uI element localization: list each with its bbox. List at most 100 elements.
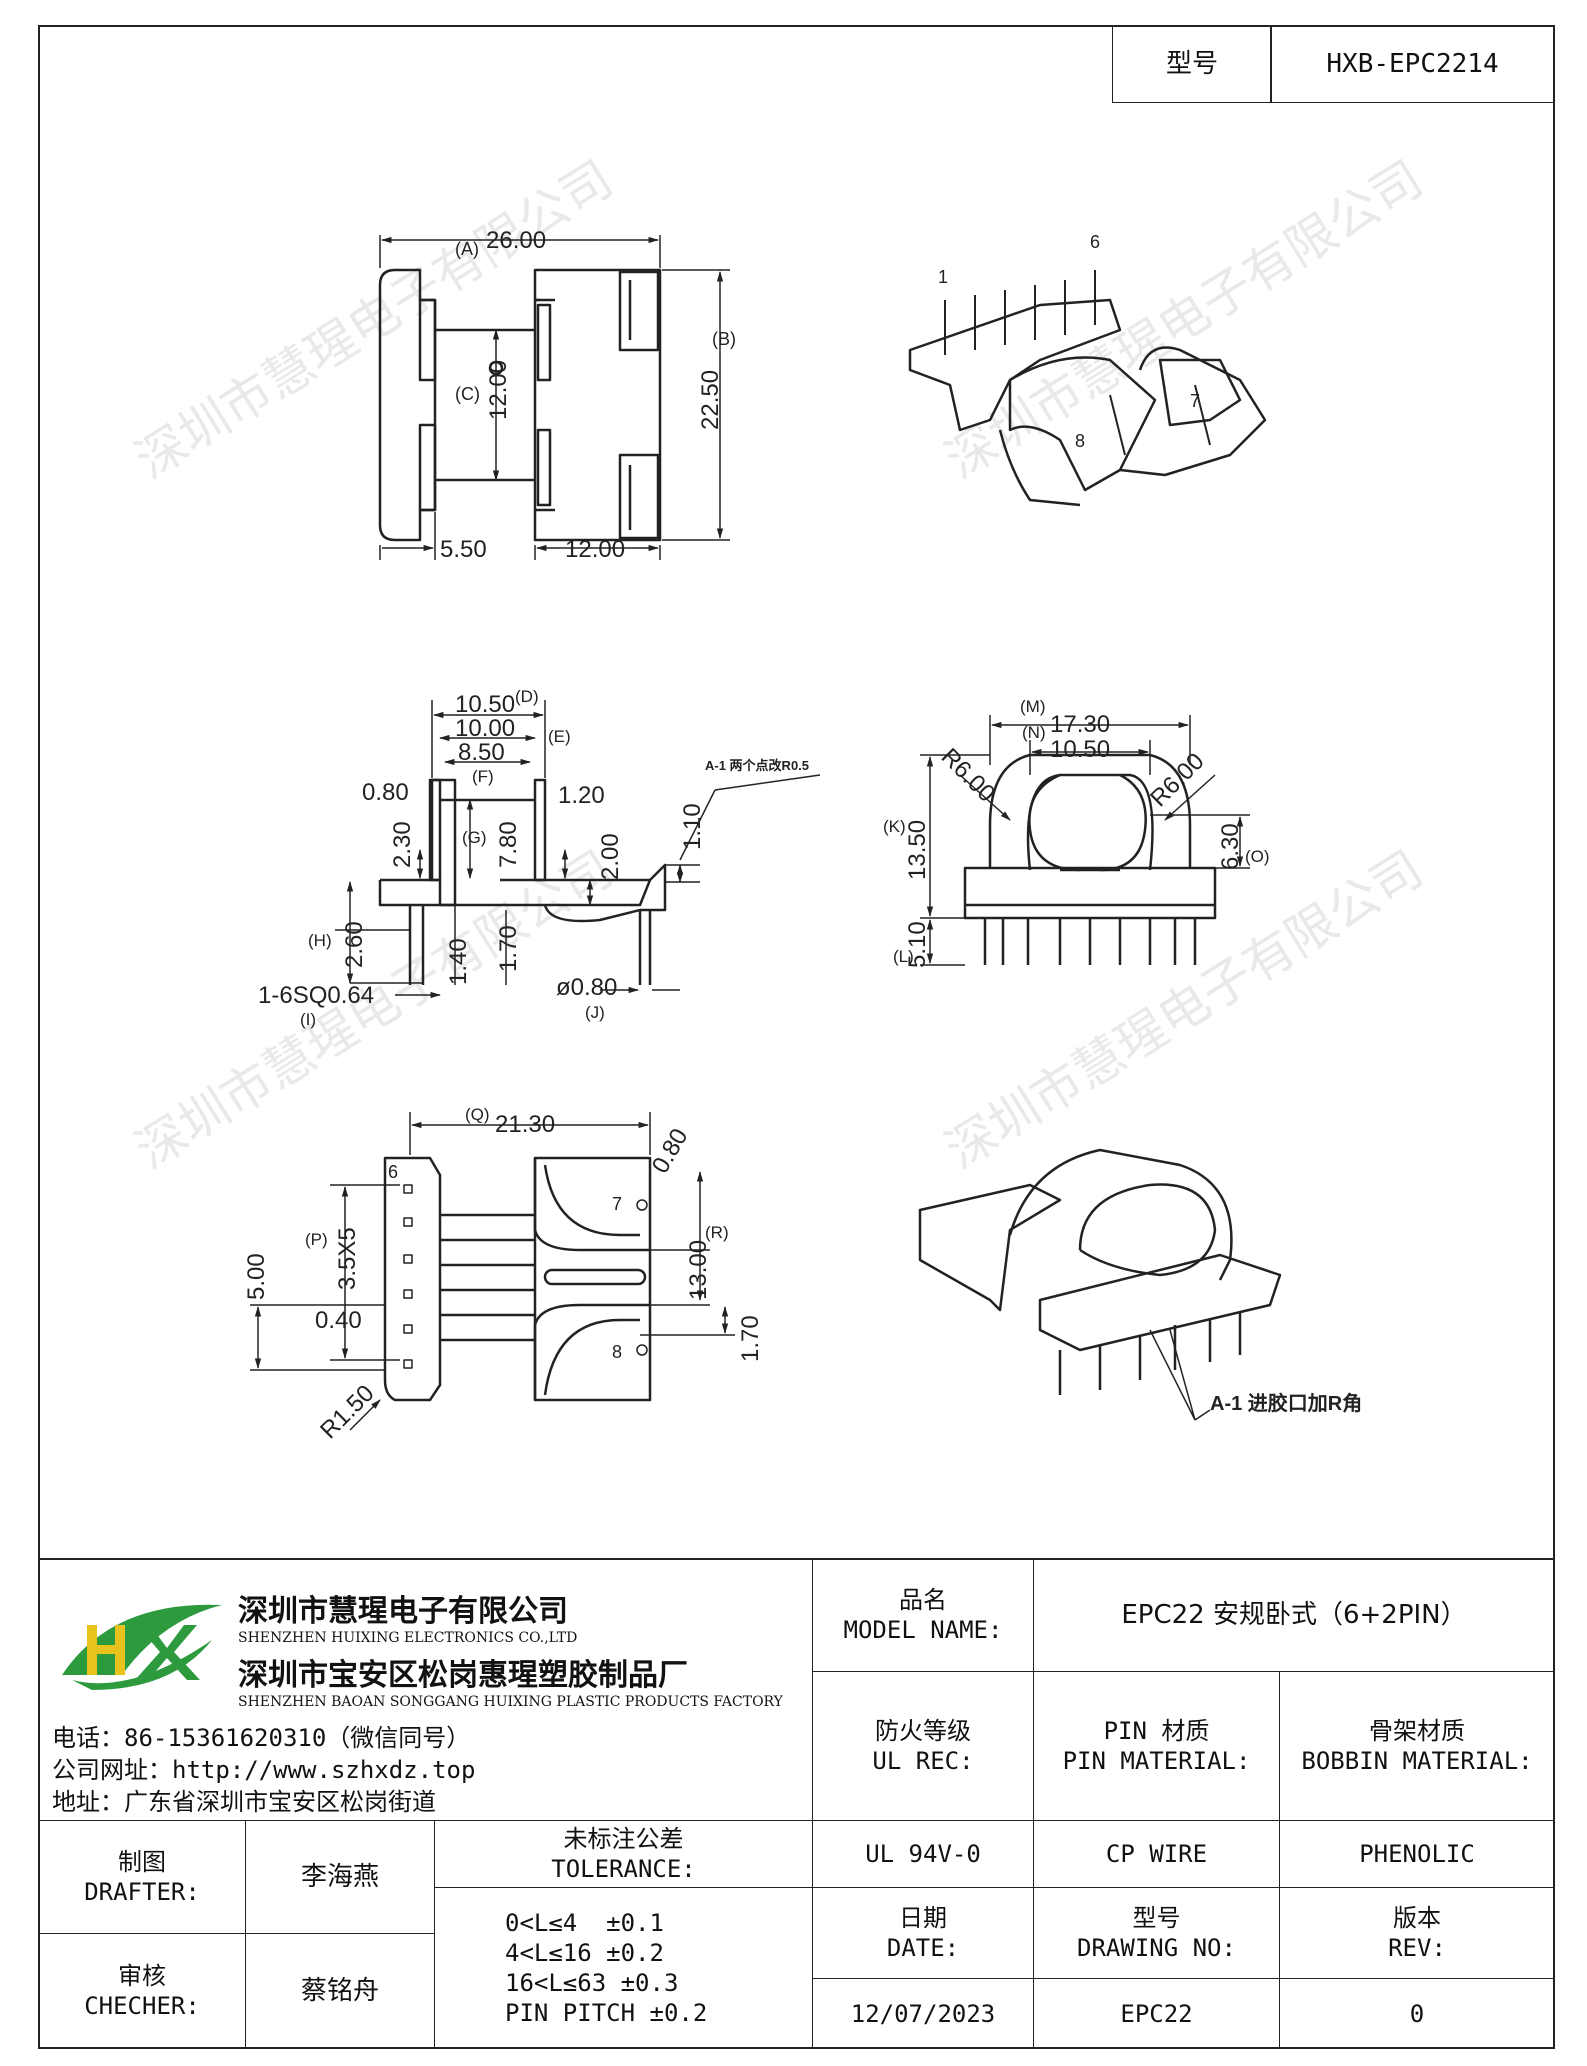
dim-1-20: 1.20 xyxy=(558,782,605,809)
dim-5-00: 5.00 xyxy=(243,1253,270,1300)
drawing-no-label: 型号 DRAWING NO: xyxy=(1033,1887,1280,1979)
tolerance-label: 未标注公差 TOLERANCE: xyxy=(434,1820,813,1888)
model-name-value: EPC22 安规卧式（6+2PIN） xyxy=(1033,1558,1555,1672)
drawing-no-label-cn: 型号 xyxy=(1132,1904,1181,1932)
rev-label-cn: 版本 xyxy=(1393,1904,1441,1932)
pin-label-7: 7 xyxy=(1190,391,1200,411)
ref-I: (I) xyxy=(300,1010,316,1029)
dim-0-80-slot: 0.80 xyxy=(647,1124,694,1178)
company-phone: 电话：86-15361620310（微信同号） xyxy=(52,1724,471,1752)
watermark-2: 深圳市慧瑆电子有限公司 xyxy=(936,150,1433,491)
checker-label-en: CHECHER: xyxy=(84,1992,200,2020)
pin-label-7b: 7 xyxy=(612,1194,622,1214)
company-name-cn: 深圳市慧瑆电子有限公司 xyxy=(238,1594,568,1629)
pin-label-8b: 8 xyxy=(612,1342,622,1362)
ref-R: (R) xyxy=(705,1223,729,1242)
bobbin-material-label-en: BOBBIN MATERIAL: xyxy=(1301,1747,1533,1775)
dim-13-00: 13.00 xyxy=(685,1240,712,1300)
pin-material-label: PIN 材质 PIN MATERIAL: xyxy=(1033,1671,1280,1821)
dim-2-30: 2.30 xyxy=(389,821,416,868)
dim-1-70-slot: 1.70 xyxy=(737,1315,764,1362)
drawing-no-value: EPC22 xyxy=(1033,1978,1280,2049)
ref-K: (K) xyxy=(883,817,906,836)
pin-label-1: 1 xyxy=(938,267,948,287)
bottom-view xyxy=(250,1112,735,1431)
dim-10-00: 10.00 xyxy=(455,715,515,742)
note-a1-gate: A-1 进胶口加R角 xyxy=(1210,1391,1362,1415)
rev-label: 版本 REV: xyxy=(1279,1887,1555,1979)
dim-17-30: 17.30 xyxy=(1050,711,1110,738)
ref-A: (A) xyxy=(455,239,479,259)
model-name-label-en: MODEL NAME: xyxy=(843,1616,1003,1644)
ref-H: (H) xyxy=(308,931,332,950)
dim-7-80: 7.80 xyxy=(495,821,522,868)
tolerance-label-en: TOLERANCE: xyxy=(551,1855,696,1883)
ref-Q: (Q) xyxy=(465,1105,490,1124)
drafter-label: 制图 DRAFTER: xyxy=(38,1820,246,1934)
ref-C: (C) xyxy=(455,384,480,404)
dim-8-50: 8.50 xyxy=(458,739,505,766)
tolerance-row: 0<L≤4 ±0.1 xyxy=(505,1909,664,1937)
dim-26: 26.00 xyxy=(486,227,546,254)
dim-1-40: 1.40 xyxy=(445,938,472,985)
pin-label-8: 8 xyxy=(1075,431,1085,451)
factory-name-en: SHENZHEN BAOAN SONGGANG HUIXING PLASTIC … xyxy=(238,1694,783,1710)
company-logo xyxy=(62,1604,222,1690)
company-website: 公司网址：http://www.szhxdz.top xyxy=(52,1756,476,1784)
ref-O: (O) xyxy=(1245,847,1270,866)
model-name-label: 品名 MODEL NAME: xyxy=(812,1558,1034,1672)
header-model-label: 型号 xyxy=(1112,25,1272,103)
technical-drawing: 深圳市慧瑆电子有限公司 深圳市慧瑆电子有限公司 深圳市慧瑆电子有限公司 深圳市慧… xyxy=(126,150,1433,1445)
date-label-cn: 日期 xyxy=(899,1904,947,1932)
top-view xyxy=(378,235,730,560)
dim-21-30: 21.30 xyxy=(495,1111,555,1138)
ul-rec-label: 防火等级 UL REC: xyxy=(812,1671,1034,1821)
dim-1-70: 1.70 xyxy=(495,925,522,972)
company-address: 地址：广东省深圳市宝安区松岗街道 xyxy=(52,1788,436,1816)
dim-12-bottom: 12.00 xyxy=(565,536,625,563)
side-view xyxy=(335,700,821,999)
company-panel: 深圳市慧瑆电子有限公司 SHENZHEN HUIXING ELECTRONICS… xyxy=(38,1558,813,1820)
drafter-label-cn: 制图 xyxy=(118,1848,166,1876)
dim-pin-dia: ø0.80 xyxy=(556,974,617,1001)
bobbin-material-label: 骨架材质 BOBBIN MATERIAL: xyxy=(1279,1671,1555,1821)
ul-rec-label-cn: 防火等级 xyxy=(875,1717,971,1745)
title-block xyxy=(38,1558,1555,2049)
dim-pin-sq: 1-6SQ0.64 xyxy=(258,982,374,1009)
checker-name: 蔡铭舟 xyxy=(245,1933,435,2049)
ref-M: (M) xyxy=(1020,697,1045,716)
ref-P: (P) xyxy=(305,1230,328,1249)
dim-12-center: 12.00 xyxy=(485,360,512,420)
ref-G: (G) xyxy=(462,828,487,847)
dim-r1-50: R1.50 xyxy=(315,1380,379,1444)
dim-0-80: 0.80 xyxy=(362,779,409,806)
company-name-en: SHENZHEN HUIXING ELECTRONICS CO.,LTD xyxy=(238,1630,578,1646)
watermark-group: 深圳市慧瑆电子有限公司 深圳市慧瑆电子有限公司 深圳市慧瑆电子有限公司 深圳市慧… xyxy=(126,150,1433,1181)
ref-N: (N) xyxy=(1022,723,1046,742)
drafter-label-en: DRAFTER: xyxy=(84,1878,200,1906)
dim-10-50: 10.50 xyxy=(455,691,515,718)
ref-B: (B) xyxy=(712,329,736,349)
drafter-name: 李海燕 xyxy=(245,1820,435,1934)
tolerance-row: 16<L≤63 ±0.3 xyxy=(505,1969,679,1997)
dim-6-30: 6.30 xyxy=(1217,823,1244,870)
tolerance-table: 0<L≤4 ±0.1 4<L≤16 ±0.2 16<L≤63 ±0.3 PIN … xyxy=(434,1887,813,2049)
checker-label: 审核 CHECHER: xyxy=(38,1933,246,2049)
ul-rec-label-en: UL REC: xyxy=(872,1747,974,1775)
pin-material-value: CP WIRE xyxy=(1033,1820,1280,1888)
bobbin-material-label-cn: 骨架材质 xyxy=(1369,1717,1465,1745)
dim-5-10: 5.10 xyxy=(904,921,931,968)
rev-value: 0 xyxy=(1279,1978,1555,2049)
pin-label-6: 6 xyxy=(1090,232,1100,252)
drawing-no-label-en: DRAWING NO: xyxy=(1077,1934,1236,1962)
ref-F: (F) xyxy=(472,767,494,786)
dim-10-50-front: 10.50 xyxy=(1050,736,1110,763)
dim-13-50: 13.50 xyxy=(904,820,931,880)
ref-E: (E) xyxy=(548,727,571,746)
tolerance-label-cn: 未标注公差 xyxy=(563,1825,684,1853)
pin-material-label-en: PIN MATERIAL: xyxy=(1062,1747,1251,1775)
dim-5-50: 5.50 xyxy=(440,536,487,563)
pin-material-label-cn: PIN 材质 xyxy=(1103,1717,1210,1745)
tolerance-row: PIN PITCH ±0.2 xyxy=(505,1999,708,2027)
iso-view-bottom xyxy=(918,1148,1282,1421)
